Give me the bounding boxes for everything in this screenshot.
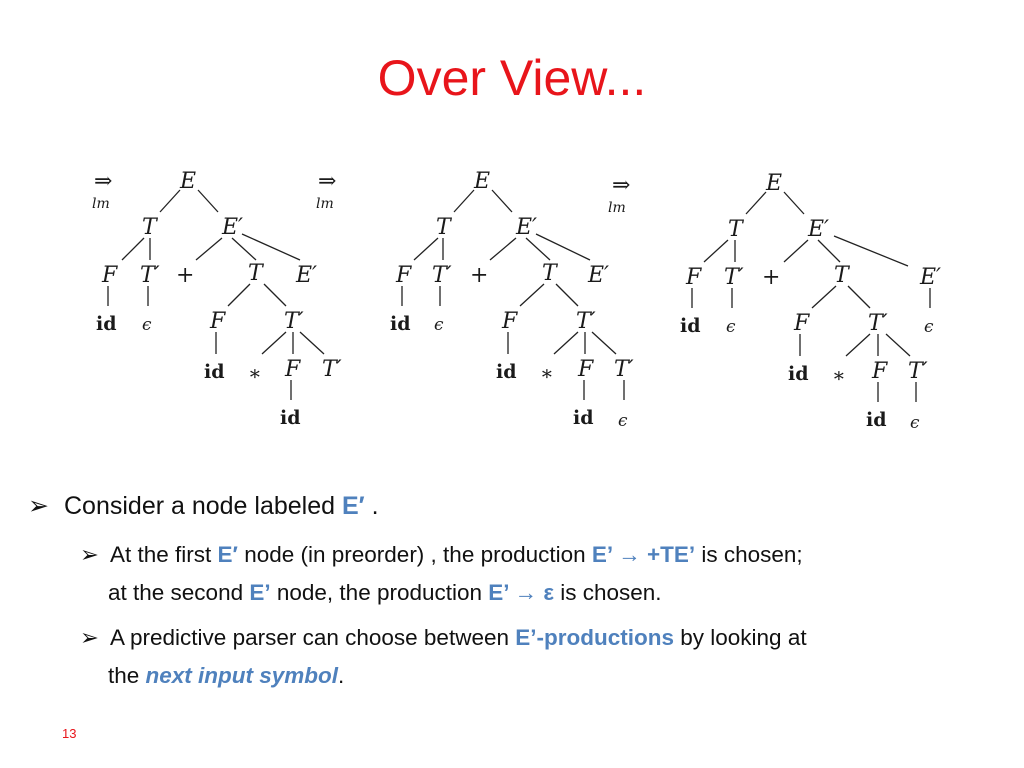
node-plus: +	[470, 263, 488, 288]
node-E: E	[179, 169, 196, 194]
bullet-3-highlight: E’-productions	[515, 625, 674, 650]
node-F: F	[284, 357, 301, 382]
bullet-2: ➢ At the first E′ node (in preorder) , th…	[80, 536, 1000, 611]
node-E: E	[473, 169, 490, 194]
node-F: F	[395, 263, 412, 288]
leftmost-subscript: lm	[92, 196, 110, 212]
bullet-3-text: the	[108, 663, 146, 688]
bullet-1-highlight: E′	[341, 492, 365, 520]
node-E: E	[765, 171, 782, 196]
bullet-1-text: Consider a node labeled	[64, 492, 342, 520]
node-F: F	[793, 311, 810, 336]
bullet-3-highlight-italic: next input symbol	[145, 663, 339, 688]
node-E-prime: E′	[515, 215, 537, 240]
node-epsilon: ϵ	[726, 317, 736, 337]
bullet-2-text: node (in preorder) , the production	[237, 542, 592, 567]
node-F: F	[501, 309, 518, 334]
bullet-2-text: at the second	[108, 580, 250, 605]
bullet-2-line-2: at the second E’ node, the production E’…	[80, 574, 1000, 611]
bullet-3-text: by looking at	[674, 625, 807, 650]
bullet-2-highlight-node: E′	[217, 542, 238, 567]
node-star: ∗	[248, 361, 262, 385]
node-T-prime: T′	[140, 263, 160, 288]
node-id: id	[496, 361, 517, 383]
bullet-1: ➢ Consider a node labeled E′ .	[28, 488, 379, 524]
node-F: F	[871, 359, 888, 384]
bullet-2-text: node, the production	[270, 580, 489, 605]
leftmost-subscript: lm	[608, 200, 626, 216]
node-T: T	[436, 215, 453, 240]
bullet-arrow-icon: ➢	[28, 491, 49, 520]
page-number: 13	[62, 726, 77, 741]
node-star: ∗	[540, 361, 554, 385]
node-T: T	[834, 263, 851, 288]
bullet-3-text: .	[338, 663, 345, 688]
bullet-3: ➢A predictive parser can choose between …	[80, 619, 1000, 694]
derivation-arrow: ⇒	[94, 169, 112, 194]
derivation-step-1: ⇒ lm	[92, 169, 112, 212]
bullet-2-text: At the first	[110, 542, 218, 567]
node-id: id	[280, 407, 301, 429]
node-E-prime: E′	[221, 215, 243, 240]
node-T-prime: T′	[724, 265, 744, 290]
node-T-prime: T′	[284, 309, 304, 334]
node-id: id	[788, 363, 809, 385]
node-T-prime: T′	[868, 311, 888, 336]
node-F: F	[685, 265, 702, 290]
parse-tree-diagram: ⇒ lm E T E′ F T′ + T E′	[92, 169, 941, 433]
slide-title: Over View...	[377, 50, 647, 106]
node-epsilon: ϵ	[618, 411, 628, 431]
node-T-prime: T′	[322, 357, 342, 382]
node-T-prime: T′	[614, 357, 634, 382]
node-F: F	[209, 309, 226, 334]
node-plus: +	[176, 263, 194, 288]
bullet-2-highlight-production: E’ → +TE’	[591, 542, 696, 567]
node-epsilon: ϵ	[924, 317, 934, 337]
node-F: F	[101, 263, 118, 288]
bullet-2-text: is chosen;	[695, 542, 803, 567]
node-epsilon: ϵ	[142, 315, 152, 335]
node-id: id	[680, 315, 701, 337]
node-id: id	[866, 409, 887, 431]
node-id: id	[390, 313, 411, 335]
node-id: id	[573, 407, 594, 429]
node-T: T	[542, 261, 559, 286]
derivation-step-3: ⇒ lm	[608, 173, 630, 216]
leftmost-subscript: lm	[316, 196, 334, 212]
node-T: T	[142, 215, 159, 240]
node-id: id	[96, 313, 117, 335]
node-T-prime: T′	[576, 309, 596, 334]
node-epsilon: ϵ	[434, 315, 444, 335]
derivation-step-2: ⇒ lm	[316, 169, 336, 212]
node-E-prime: E′	[919, 265, 941, 290]
node-E-prime: E′	[295, 263, 317, 288]
bullet-1-tail: .	[364, 492, 379, 520]
bullet-2-highlight-production: E’ → ε	[488, 580, 554, 605]
parse-tree-2: E T E′ F T′ + T E′ id ϵ F T′ id ∗ F T′ i…	[390, 169, 634, 431]
node-F: F	[577, 357, 594, 382]
bullet-arrow-icon: ➢	[80, 542, 99, 568]
node-epsilon: ϵ	[910, 413, 920, 433]
bullet-3-line-2: the next input symbol.	[80, 657, 1000, 694]
node-T-prime: T′	[908, 359, 928, 384]
bullet-arrow-icon: ➢	[80, 625, 99, 651]
node-star: ∗	[832, 363, 846, 387]
node-E-prime: E′	[807, 217, 829, 242]
parse-tree-1: E T E′ F T′ + T E′ id ϵ F T′ id ∗ F T′ i…	[96, 169, 342, 429]
bullet-2-text: is chosen.	[554, 580, 662, 605]
node-T: T	[248, 261, 265, 286]
derivation-arrow: ⇒	[612, 173, 630, 198]
parse-tree-3: E T E′ F T′ + T E′ id ϵ F T′ ϵ id ∗ F T′…	[680, 171, 941, 433]
node-T-prime: T′	[432, 263, 452, 288]
node-plus: +	[762, 265, 780, 290]
derivation-arrow: ⇒	[318, 169, 336, 194]
bullet-3-text: A predictive parser can choose between	[110, 625, 516, 650]
node-E-prime: E′	[587, 263, 609, 288]
bullet-2-highlight-node: E’	[249, 580, 271, 605]
node-T: T	[728, 217, 745, 242]
node-id: id	[204, 361, 225, 383]
